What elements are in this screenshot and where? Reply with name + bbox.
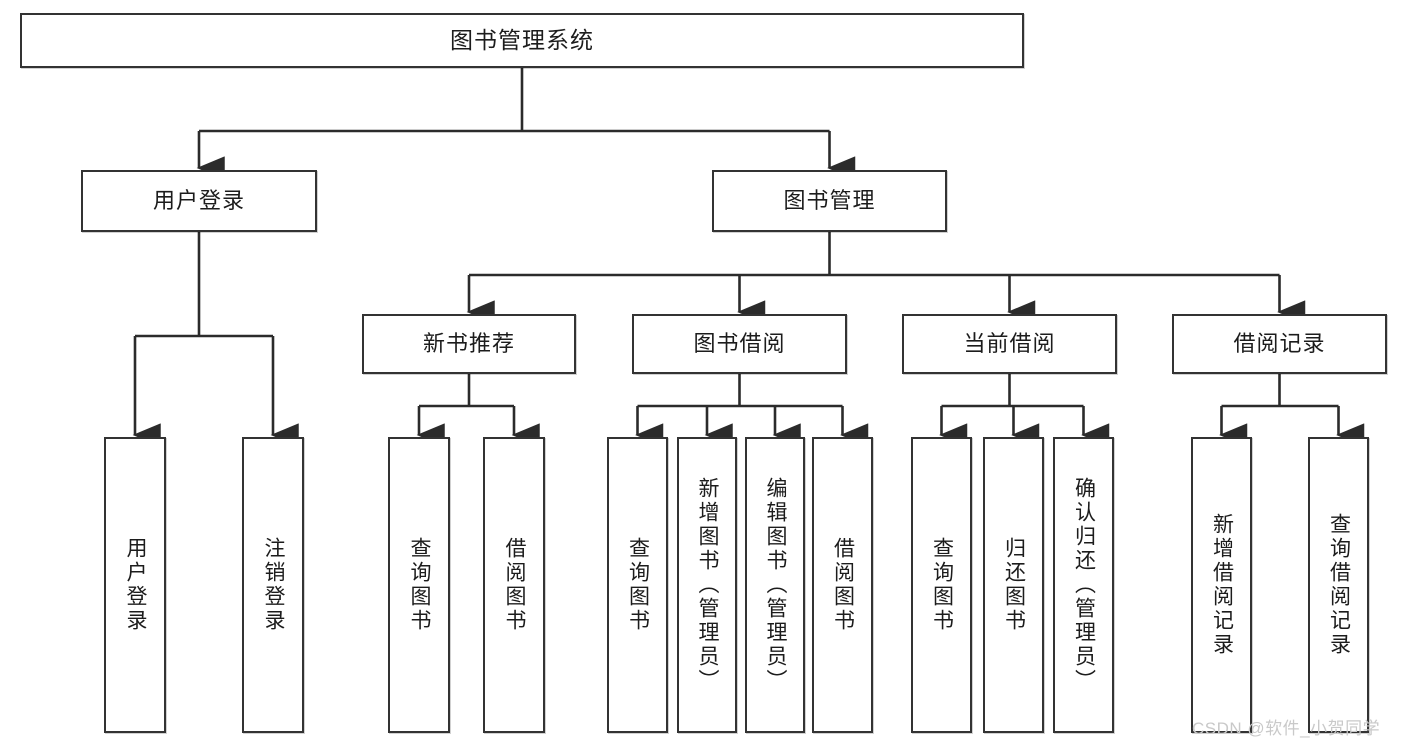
node-leaf-query-record[interactable]: 查询借阅记录 [1308, 437, 1369, 733]
node-leaf-user-login[interactable]: 用户登录 [104, 437, 166, 733]
node-book-borrow[interactable]: 图书借阅 [632, 314, 847, 374]
node-label-leaf-user-login: 用户登录 [124, 537, 148, 633]
node-label-leaf-logout: 注销登录 [262, 537, 286, 633]
node-label-leaf-return-book: 归还图书 [1002, 537, 1026, 633]
node-leaf-add-record[interactable]: 新增借阅记录 [1191, 437, 1252, 733]
node-label-new-book-rec: 新书推荐 [422, 330, 515, 356]
node-user-login[interactable]: 用户登录 [81, 170, 317, 232]
node-label-book-manage: 图书管理 [783, 187, 876, 213]
node-label-leaf-borrow-book-1: 借阅图书 [503, 537, 527, 633]
node-label-leaf-query-book-3: 查询图书 [930, 537, 954, 633]
node-leaf-confirm-return[interactable]: 确认归还（管理员） [1053, 437, 1114, 733]
node-borrow-record[interactable]: 借阅记录 [1172, 314, 1387, 374]
node-book-manage[interactable]: 图书管理 [712, 170, 947, 232]
node-label-leaf-query-book-2: 查询图书 [626, 537, 650, 633]
node-label-book-borrow: 图书借阅 [693, 330, 786, 356]
node-label-leaf-borrow-book-2: 借阅图书 [831, 537, 855, 633]
node-leaf-return-book[interactable]: 归还图书 [983, 437, 1044, 733]
node-leaf-borrow-book-2[interactable]: 借阅图书 [812, 437, 873, 733]
node-label-leaf-add-book: 新增图书（管理员） [696, 477, 720, 693]
node-leaf-logout[interactable]: 注销登录 [242, 437, 304, 733]
node-label-current-borrow: 当前借阅 [963, 330, 1056, 356]
node-label-root: 图书管理系统 [450, 26, 594, 53]
node-label-leaf-edit-book: 编辑图书（管理员） [764, 477, 788, 693]
node-label-user-login: 用户登录 [152, 187, 245, 213]
node-label-leaf-query-record: 查询借阅记录 [1327, 513, 1351, 657]
node-leaf-add-book[interactable]: 新增图书（管理员） [677, 437, 737, 733]
node-leaf-query-book-1[interactable]: 查询图书 [388, 437, 450, 733]
node-leaf-query-book-2[interactable]: 查询图书 [607, 437, 668, 733]
node-label-borrow-record: 借阅记录 [1233, 330, 1326, 356]
node-label-leaf-add-record: 新增借阅记录 [1210, 513, 1234, 657]
node-current-borrow[interactable]: 当前借阅 [902, 314, 1117, 374]
node-leaf-edit-book[interactable]: 编辑图书（管理员） [745, 437, 805, 733]
node-leaf-query-book-3[interactable]: 查询图书 [911, 437, 972, 733]
node-root[interactable]: 图书管理系统 [20, 13, 1024, 68]
node-label-leaf-query-book-1: 查询图书 [408, 537, 432, 633]
node-leaf-borrow-book-1[interactable]: 借阅图书 [483, 437, 545, 733]
node-label-leaf-confirm-return: 确认归还（管理员） [1072, 477, 1096, 693]
node-new-book-rec[interactable]: 新书推荐 [362, 314, 576, 374]
